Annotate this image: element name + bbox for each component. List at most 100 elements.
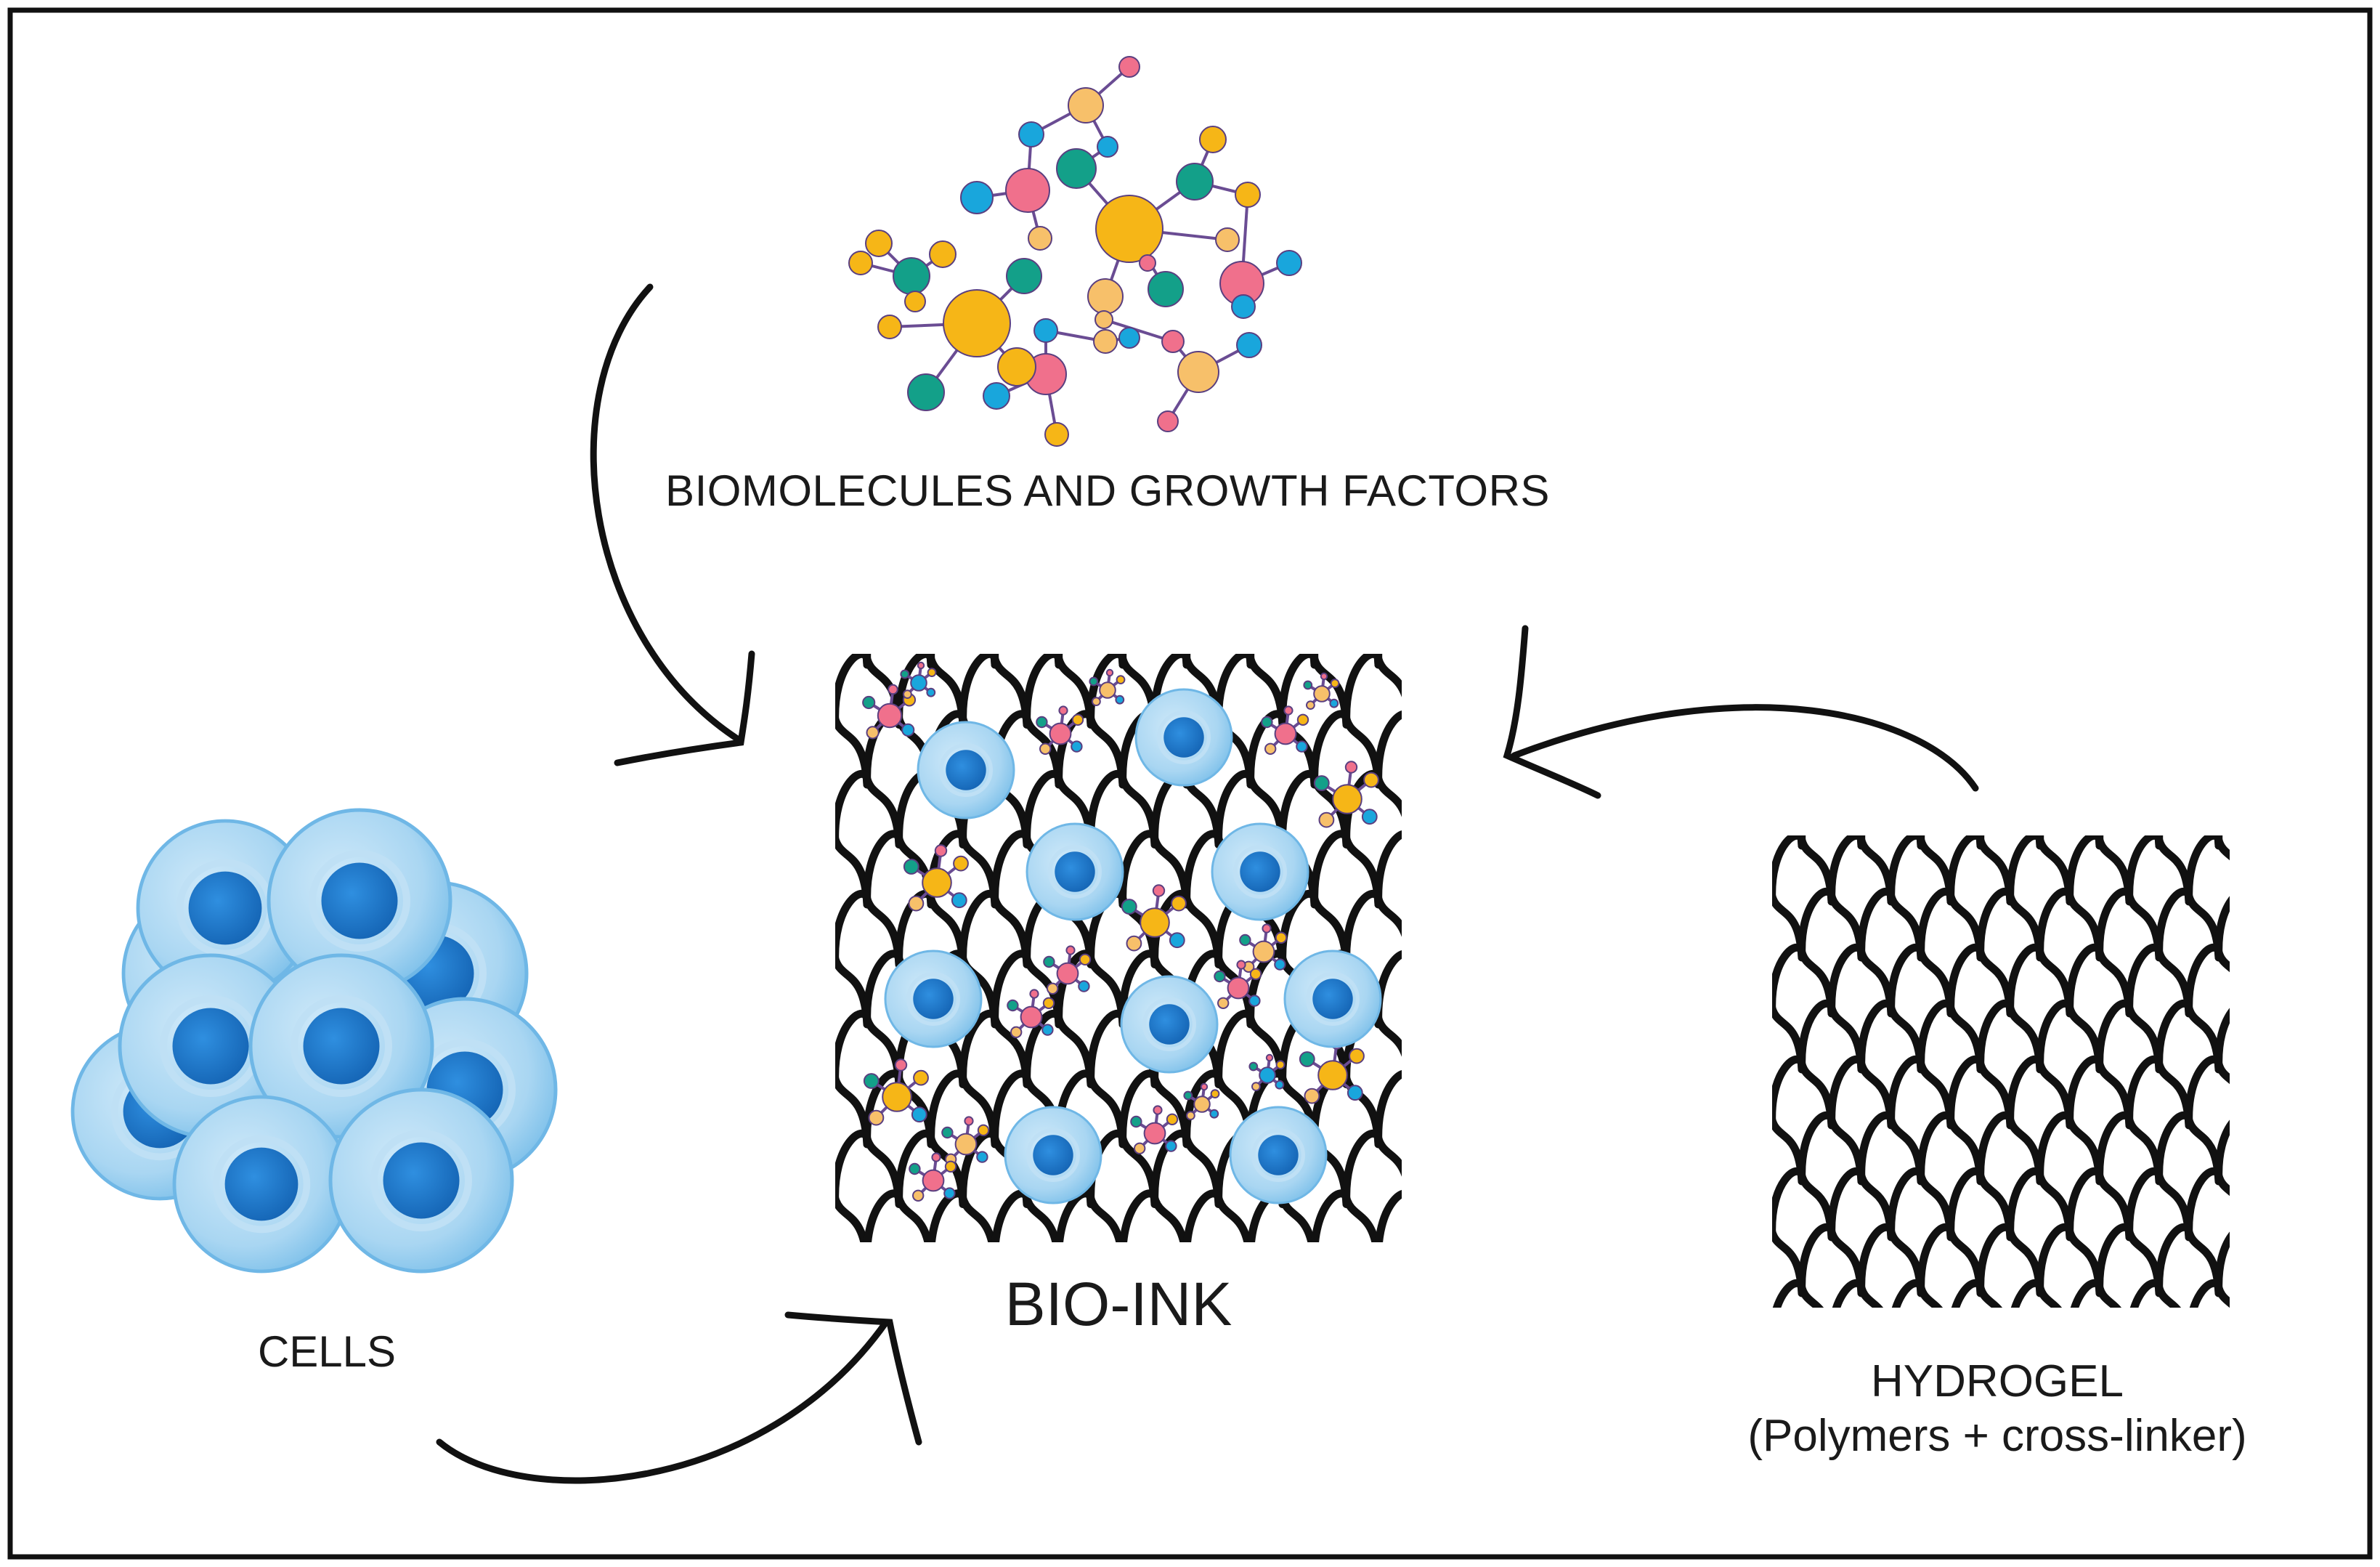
atom: [911, 1106, 927, 1123]
cell: [1283, 949, 1382, 1048]
atom: [910, 674, 927, 692]
atom: [960, 181, 994, 214]
atom: [1214, 970, 1226, 983]
bioink-biomolecules: [862, 661, 1379, 1202]
mesh-strand: [1374, 654, 1383, 669]
mesh-strand: [1410, 1133, 1474, 1204]
molecule: [1303, 672, 1340, 710]
molecule: [1248, 1053, 1286, 1091]
atom: [1041, 1024, 1054, 1036]
atom: [1094, 310, 1113, 329]
mesh-strand: [1832, 724, 1891, 790]
cell-nucleus: [946, 750, 986, 790]
atom: [900, 669, 910, 679]
atom: [865, 230, 893, 257]
cell: [1120, 975, 1219, 1074]
mesh-strand: [2249, 724, 2308, 790]
atom: [1157, 410, 1179, 432]
molecule: [1130, 1105, 1179, 1155]
cell-nucleus: [1033, 1135, 1073, 1175]
biomolecules-label: BIOMOLECULES AND GROWTH FACTORS: [665, 466, 1550, 515]
atom: [1344, 761, 1358, 774]
hydrogel-sublabel: (Polymers + cross-linker): [1747, 1411, 2247, 1461]
cell-nucleus: [1149, 1004, 1190, 1045]
cell-nucleus: [303, 1008, 380, 1085]
atom: [922, 1169, 945, 1192]
atom: [1068, 87, 1104, 124]
atom: [1236, 332, 1262, 358]
atom: [1186, 1111, 1195, 1120]
atom: [934, 844, 948, 857]
atom: [1143, 1122, 1166, 1145]
mesh-strand: [2249, 835, 2308, 902]
cell-nucleus: [383, 1142, 460, 1219]
atom: [1169, 932, 1185, 949]
atom: [901, 723, 915, 737]
atom: [929, 240, 957, 268]
cell-nucleus: [1312, 979, 1353, 1019]
mesh-strand: [835, 1191, 869, 1242]
atom: [903, 859, 919, 875]
atom: [1349, 1048, 1365, 1064]
mesh-strand: [2129, 724, 2189, 790]
atom: [1200, 1082, 1209, 1091]
atom: [943, 289, 1011, 357]
atom: [908, 895, 925, 912]
atom: [1047, 982, 1059, 995]
mesh-strand: [835, 938, 840, 968]
cell: [1025, 822, 1124, 921]
atom: [912, 1189, 925, 1202]
mesh-strand: [1442, 1313, 1506, 1384]
atom: [868, 1109, 885, 1126]
atom: [1092, 697, 1101, 706]
atom: [848, 251, 873, 275]
mesh-strand: [1832, 1279, 1884, 1308]
molecule: [848, 56, 1302, 447]
arrow-cells-to-bioink: [436, 1311, 922, 1484]
atom: [1265, 1053, 1274, 1062]
atom: [1183, 1090, 1193, 1101]
mesh-strand: [1772, 1279, 1824, 1308]
mesh-strand: [2249, 1171, 2308, 1237]
molecule: [1261, 705, 1309, 756]
atom: [1210, 1089, 1220, 1098]
atom: [1099, 681, 1116, 699]
atom: [1236, 960, 1246, 970]
atom: [1049, 722, 1072, 745]
mesh-strand: [963, 534, 1027, 604]
mesh-strand: [1951, 724, 2010, 790]
atom: [882, 1082, 912, 1112]
atom: [904, 291, 926, 312]
mesh-strand: [2278, 1227, 2338, 1293]
mesh-strand: [1442, 594, 1506, 665]
mesh-strand: [1311, 1189, 1380, 1242]
mesh-strand: [1713, 724, 1772, 790]
atom: [1079, 953, 1092, 966]
mesh-strand: [1772, 1212, 1776, 1242]
atom: [1313, 685, 1331, 702]
mesh-strand: [1713, 1283, 1772, 1349]
atom: [1363, 772, 1379, 788]
atom: [1010, 1026, 1023, 1039]
mesh-strand: [1772, 876, 1776, 906]
atom: [1239, 934, 1251, 947]
atom: [983, 382, 1010, 410]
mesh-strand: [1378, 1313, 1442, 1384]
mesh-strand: [1183, 1189, 1252, 1242]
bioink-illustration: [835, 534, 1506, 1384]
atom: [1121, 899, 1137, 915]
mesh-strand: [1027, 534, 1091, 604]
mesh-strand: [1410, 534, 1474, 604]
atom: [1276, 250, 1302, 276]
atom: [1296, 713, 1309, 726]
atom: [1105, 668, 1114, 677]
mesh-strand: [1091, 534, 1155, 604]
atom: [1347, 1085, 1363, 1101]
mesh-strand: [835, 698, 840, 729]
molecule: [863, 1058, 929, 1126]
atom: [1235, 182, 1261, 208]
mesh-strand: [2249, 1283, 2308, 1349]
mesh-strand: [1347, 1253, 1410, 1324]
atom: [1306, 700, 1315, 710]
mesh-strand: [1410, 1013, 1474, 1084]
